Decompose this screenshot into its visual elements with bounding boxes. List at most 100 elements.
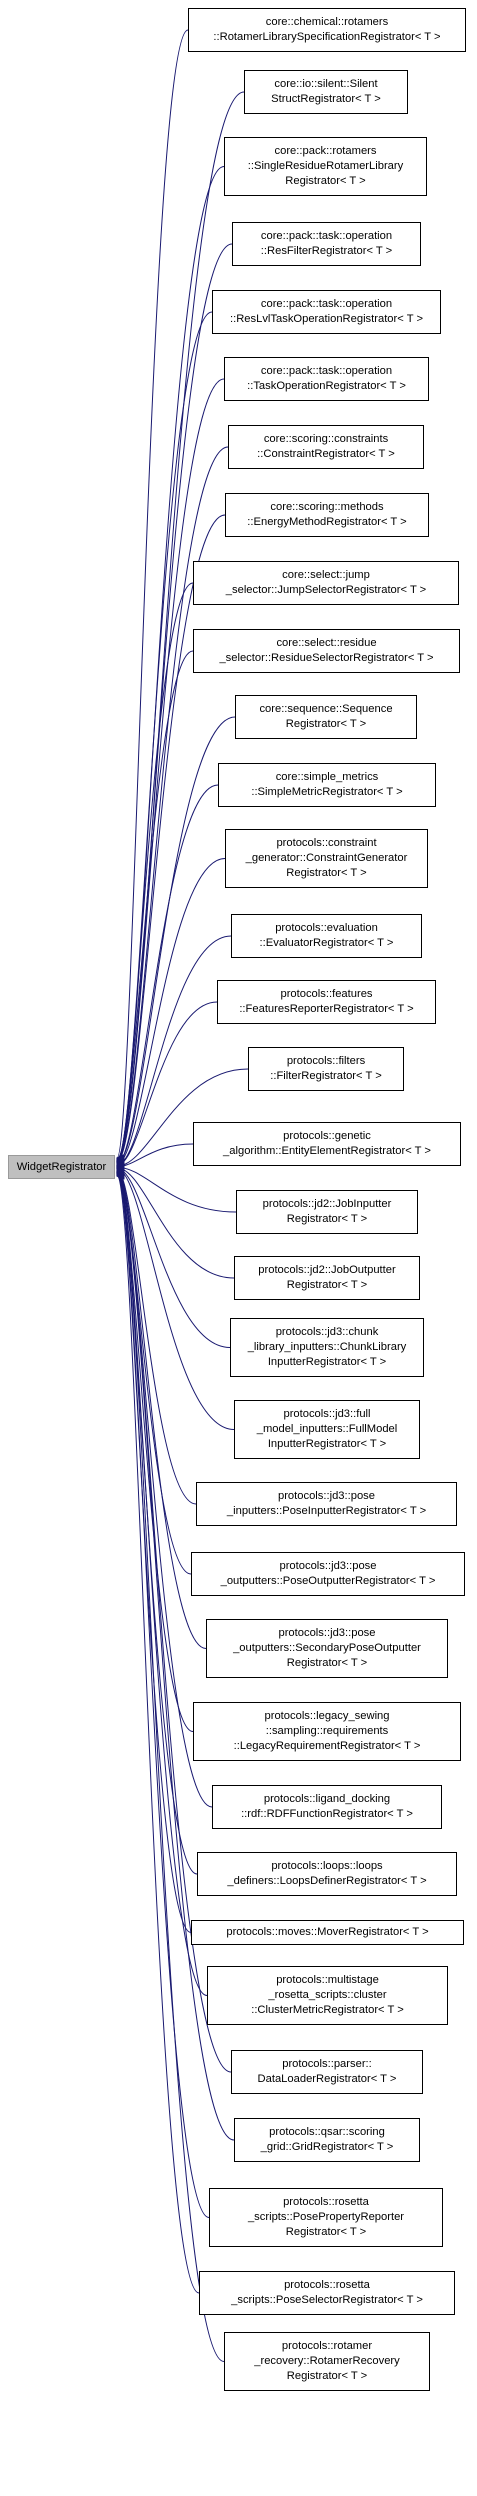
class-name-line: ::ClusterMetricRegistrator< T > bbox=[251, 2004, 404, 2016]
inheritance-edge bbox=[117, 1175, 210, 2218]
inheritance-edge bbox=[117, 582, 194, 1162]
class-name-line: protocols::evaluation bbox=[275, 922, 378, 934]
derived-class-node[interactable]: core::chemical::rotamers::RotamerLibrary… bbox=[188, 8, 466, 52]
class-name-line: Registrator< T > bbox=[285, 175, 366, 187]
class-name-line: _algorithm::EntityElementRegistrator< T … bbox=[223, 1145, 431, 1157]
class-name-line: core::simple_metrics bbox=[275, 771, 379, 783]
derived-class-node[interactable]: protocols::jd3::full_model_inputters::Fu… bbox=[234, 1400, 420, 1459]
class-name-line: Registrator< T > bbox=[286, 1657, 368, 1669]
class-name-line: protocols::loops::loops bbox=[271, 1860, 383, 1872]
inheritance-edge bbox=[117, 1168, 235, 1279]
inheritance-edge bbox=[117, 858, 226, 1165]
class-name-line: Registrator< T > bbox=[286, 867, 367, 879]
class-name-line: _scripts::PoseSelectorRegistrator< T > bbox=[231, 2294, 423, 2306]
derived-class-node[interactable]: core::select::jump_selector::JumpSelecto… bbox=[193, 561, 459, 605]
class-name-line: protocols::genetic bbox=[283, 1130, 371, 1142]
class-name-line: _library_inputters::ChunkLibrary bbox=[247, 1341, 407, 1353]
derived-class-node[interactable]: protocols::jd3::pose_outputters::Seconda… bbox=[206, 1619, 448, 1678]
derived-class-node[interactable]: core::pack::rotamers::SingleResidueRotam… bbox=[224, 137, 427, 196]
derived-class-node[interactable]: protocols::qsar::scoring_grid::GridRegis… bbox=[234, 2118, 420, 2162]
class-name-line: Registrator< T > bbox=[286, 1279, 368, 1291]
derived-class-node[interactable]: protocols::rosetta_scripts::PoseProperty… bbox=[209, 2188, 443, 2247]
derived-class-node[interactable]: protocols::rotamer_recovery::RotamerReco… bbox=[224, 2332, 430, 2391]
derived-class-node[interactable]: core::pack::task::operation::TaskOperati… bbox=[224, 357, 429, 401]
derived-class-node[interactable]: core::scoring::constraints::ConstraintRe… bbox=[228, 425, 424, 469]
class-name-line: ::SingleResidueRotamerLibrary bbox=[247, 160, 404, 172]
inheritance-edge bbox=[117, 935, 232, 1165]
class-name-line: protocols::jd3::full bbox=[283, 1408, 371, 1420]
derived-class-node[interactable]: protocols::jd3::pose_outputters::PoseOut… bbox=[191, 1552, 465, 1596]
class-name-line: protocols::jd2::JobInputter bbox=[262, 1198, 392, 1210]
class-name-line: protocols::jd3::pose bbox=[279, 1560, 377, 1572]
class-name-line: core::scoring::methods bbox=[270, 501, 384, 513]
class-name-line: core::io::silent::Silent bbox=[274, 78, 378, 90]
class-name-line: core::scoring::constraints bbox=[263, 433, 389, 445]
class-name-line: _definers::LoopsDefinerRegistrator< T > bbox=[227, 1875, 427, 1887]
class-name-line: _grid::GridRegistrator< T > bbox=[260, 2141, 394, 2153]
class-name-line: protocols::jd3::chunk bbox=[275, 1326, 379, 1338]
class-name-line: core::select::jump bbox=[282, 569, 370, 581]
derived-class-node[interactable]: protocols::rosetta_scripts::PoseSelector… bbox=[199, 2271, 455, 2315]
inheritance-edge bbox=[117, 29, 189, 1158]
class-name-line: protocols::parser:: bbox=[282, 2058, 372, 2070]
derived-class-node[interactable]: protocols::constraint_generator::Constra… bbox=[225, 829, 428, 888]
class-name-line: ::ResLvlTaskOperationRegistrator< T > bbox=[230, 313, 423, 325]
inheritance-edge bbox=[117, 1167, 237, 1213]
derived-class-node[interactable]: protocols::moves::MoverRegistrator< T > bbox=[191, 1920, 464, 1945]
class-name-line: ::sampling::requirements bbox=[265, 1725, 389, 1737]
class-name-line: _model_inputters::FullModel bbox=[256, 1423, 398, 1435]
derived-class-node[interactable]: protocols::evaluation::EvaluatorRegistra… bbox=[231, 914, 422, 958]
class-name-line: _generator::ConstraintGenerator bbox=[245, 852, 408, 864]
class-name-line: _rosetta_scripts::cluster bbox=[268, 1989, 387, 2001]
inheritance-edge bbox=[117, 378, 225, 1161]
class-name-line: protocols::constraint bbox=[276, 837, 377, 849]
class-name-line: ::FeaturesReporterRegistrator< T > bbox=[239, 1003, 414, 1015]
class-name-line: ::TaskOperationRegistrator< T > bbox=[247, 380, 406, 392]
inheritance-edge bbox=[117, 1001, 218, 1166]
class-name-line: Registrator< T > bbox=[286, 1213, 368, 1225]
base-class-node: WidgetRegistrator bbox=[8, 1155, 115, 1179]
derived-class-node[interactable]: protocols::genetic_algorithm::EntityElem… bbox=[193, 1122, 461, 1166]
class-name-line: protocols::jd3::pose bbox=[278, 1627, 376, 1639]
derived-class-node[interactable]: protocols::parser::DataLoaderRegistrator… bbox=[231, 2050, 423, 2094]
inheritance-edge bbox=[117, 1068, 249, 1166]
inheritance-edge bbox=[117, 311, 213, 1160]
class-name-line: _recovery::RotamerRecovery bbox=[254, 2355, 400, 2367]
inheritance-edge bbox=[117, 784, 219, 1164]
derived-class-node[interactable]: core::simple_metrics::SimpleMetricRegist… bbox=[218, 763, 436, 807]
class-name-line: protocols::rosetta bbox=[284, 2279, 370, 2291]
derived-class-node[interactable]: protocols::ligand_docking::rdf::RDFFunct… bbox=[212, 1785, 442, 1829]
derived-class-node[interactable]: core::select::residue_selector::ResidueS… bbox=[193, 629, 460, 673]
derived-class-node[interactable]: core::pack::task::operation::ResFilterRe… bbox=[232, 222, 421, 266]
class-name-line: InputterRegistrator< T > bbox=[267, 1438, 387, 1450]
class-name-line: core::pack::task::operation bbox=[260, 230, 393, 242]
inheritance-edge bbox=[117, 514, 226, 1162]
derived-class-node[interactable]: protocols::jd3::chunk_library_inputters:… bbox=[230, 1318, 424, 1377]
class-name-line: ::EnergyMethodRegistrator< T > bbox=[247, 516, 407, 528]
inheritance-edge bbox=[117, 1173, 192, 1933]
class-name-line: core::select::residue bbox=[276, 637, 377, 649]
inheritance-edge bbox=[117, 1171, 207, 1649]
class-name-line: ::RotamerLibrarySpecificationRegistrator… bbox=[213, 31, 441, 43]
class-name-line: protocols::jd3::pose bbox=[277, 1490, 376, 1502]
class-name-line: Registrator< T > bbox=[285, 2226, 367, 2238]
derived-class-node[interactable]: core::pack::task::operation::ResLvlTaskO… bbox=[212, 290, 441, 334]
derived-class-node[interactable]: protocols::legacy_sewing::sampling::requ… bbox=[193, 1702, 461, 1761]
derived-class-node[interactable]: protocols::jd3::pose_inputters::PoseInpu… bbox=[196, 1482, 457, 1526]
inheritance-edge bbox=[117, 1168, 231, 1348]
class-name-line: protocols::qsar::scoring bbox=[269, 2126, 385, 2138]
derived-class-node[interactable]: core::scoring::methods::EnergyMethodRegi… bbox=[225, 493, 429, 537]
derived-class-node[interactable]: protocols::multistage_rosetta_scripts::c… bbox=[207, 1966, 448, 2025]
derived-class-node[interactable]: protocols::loops::loops_definers::LoopsD… bbox=[197, 1852, 457, 1896]
derived-class-node[interactable]: protocols::filters::FilterRegistrator< T… bbox=[248, 1047, 404, 1091]
class-name-line: _selector::JumpSelectorRegistrator< T > bbox=[225, 584, 427, 596]
class-name-line: core::chemical::rotamers bbox=[265, 16, 389, 28]
class-name-line: _scripts::PosePropertyReporter bbox=[247, 2211, 405, 2223]
class-name-line: ::EvaluatorRegistrator< T > bbox=[259, 937, 394, 949]
class-name-line: _outputters::SecondaryPoseOutputter bbox=[233, 1642, 421, 1654]
derived-class-node[interactable]: protocols::features::FeaturesReporterReg… bbox=[217, 980, 436, 1024]
